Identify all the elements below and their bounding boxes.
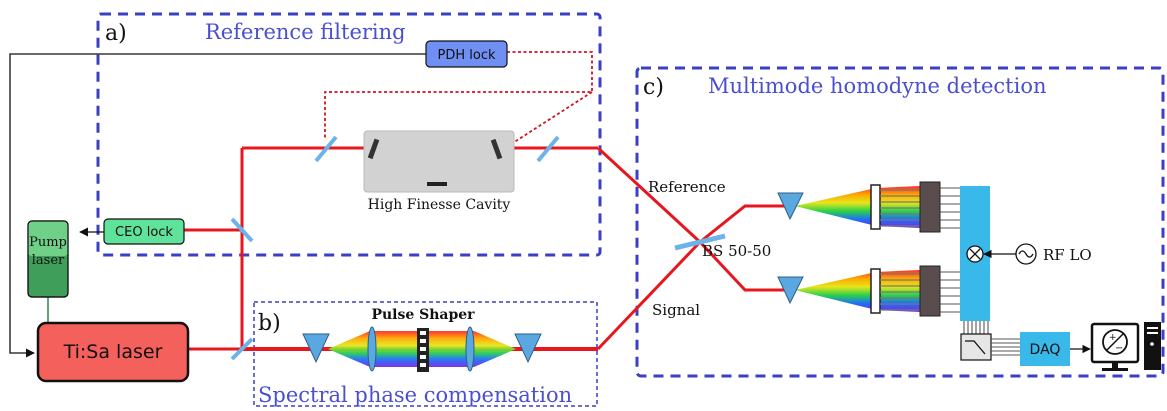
tisa-laser-label: Ti:Sa laser: [63, 341, 163, 363]
ceo-lock-box[interactable]: CEO lock: [103, 218, 185, 245]
lens-icon: [367, 326, 377, 372]
ceo-lock-label: CEO lock: [115, 225, 173, 240]
filter-to-daq-lines: [991, 338, 1020, 356]
panel-b-letter: b): [258, 311, 281, 336]
mirror-icon: [230, 217, 254, 243]
pulse-shaper-label: Pulse Shaper: [371, 307, 475, 323]
panel-a-border: [96, 12, 602, 257]
pdh-lock-box[interactable]: PDH lock: [425, 40, 508, 68]
oscilloscope-icon: + −: [1090, 322, 1140, 371]
bs-label: BS 50-50: [702, 242, 771, 260]
panel-a-letter: a): [105, 21, 127, 46]
mixer-icon: [966, 245, 984, 263]
mirror-icon: [427, 182, 447, 186]
cavity-label: High Finesse Cavity: [368, 197, 511, 213]
panel-c-letter: c): [643, 75, 664, 100]
lowpass-filter-icon: [960, 333, 992, 361]
daq-box[interactable]: DAQ: [1020, 332, 1070, 366]
bottom-detector-array: [919, 265, 941, 317]
pdh-dotted-to-cavity: [501, 91, 593, 151]
rf-lo-label: RF LO: [1043, 246, 1092, 264]
panel-b-border: [253, 301, 598, 407]
signal-label: Signal: [652, 301, 700, 319]
pump-laser-box[interactable]: Pump laser: [27, 220, 69, 298]
daq-label: DAQ: [1030, 342, 1061, 358]
svg-text:−: −: [1115, 343, 1123, 354]
panel-c-title: Multimode homodyne detection: [708, 74, 1046, 98]
mirror-icon: [367, 138, 380, 160]
mirror-icon: [230, 337, 254, 361]
slm-icon: [870, 184, 881, 230]
computer-tower-icon: [1144, 322, 1161, 370]
pump-label-1: Pump: [29, 235, 67, 250]
bottom-arm-spectrum: [795, 270, 920, 312]
top-arm-spectrum: [795, 186, 920, 228]
high-finesse-cavity: [363, 130, 515, 193]
prism-icon: [302, 333, 330, 364]
top-fibers: [880, 189, 920, 227]
pdh-feedback-line: [9, 53, 426, 358]
oscillator-icon: [1015, 243, 1037, 265]
lens-icon: [465, 326, 475, 372]
detector-output-lines: [940, 187, 960, 313]
slm-icon: [417, 328, 429, 372]
panel-b-title: Spectral phase compensation: [258, 383, 572, 407]
tisa-laser-box[interactable]: Ti:Sa laser: [36, 321, 190, 383]
panel-a-title: Reference filtering: [205, 20, 406, 44]
bottom-fibers: [880, 273, 920, 311]
prism-icon: [777, 276, 804, 305]
mirror-icon: [536, 135, 560, 163]
pdh-lock-label: PDH lock: [438, 48, 496, 63]
pump-label-2: laser: [32, 253, 65, 268]
reference-label: Reference: [648, 178, 726, 196]
panel-c-border: [635, 66, 1165, 378]
mirror-icon: [490, 138, 503, 160]
pdh-dotted-feedback: [324, 51, 593, 140]
svg-text:+: +: [1109, 333, 1117, 343]
prism-icon: [777, 192, 804, 221]
prism-icon: [514, 333, 542, 364]
slm-icon: [870, 268, 881, 314]
beam-splitter-icon: [674, 233, 726, 251]
top-detector-array: [919, 181, 941, 233]
mixer-output-lines: [963, 321, 989, 334]
mirror-icon: [314, 135, 338, 163]
